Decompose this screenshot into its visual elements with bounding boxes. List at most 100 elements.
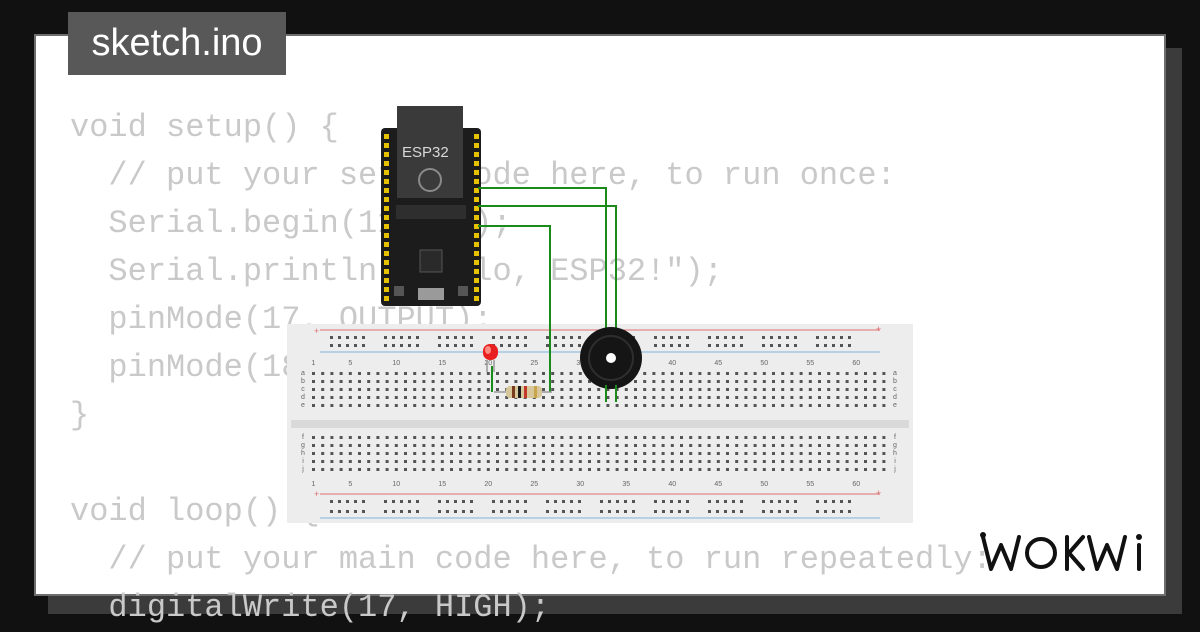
breadboard-hole	[516, 510, 519, 513]
breadboard-hole	[376, 404, 380, 407]
breadboard-hole	[762, 444, 766, 447]
breadboard-hole	[477, 372, 481, 375]
breadboard-hole	[716, 500, 719, 503]
breadboard-hole	[524, 336, 527, 339]
breadboard-hole	[652, 372, 656, 375]
breadboard-hole	[404, 468, 407, 471]
breadboard-hole	[477, 436, 481, 439]
breadboard-hole	[440, 452, 444, 455]
breadboard-hole	[643, 460, 647, 463]
breadboard-hole	[624, 510, 627, 513]
breadboard-hole	[854, 396, 858, 399]
breadboard-hole	[818, 452, 821, 455]
breadboard-hole	[330, 510, 333, 513]
breadboard-hole	[346, 336, 349, 339]
row-letter-right: b	[893, 378, 897, 385]
breadboard-hole	[496, 396, 499, 399]
file-tab[interactable]: sketch.ino	[68, 12, 286, 75]
breadboard-hole	[624, 468, 628, 471]
breadboard-hole	[781, 468, 785, 471]
breadboard-hole	[654, 500, 657, 503]
breadboard-hole	[542, 444, 545, 447]
breadboard-hole	[551, 436, 555, 439]
breadboard-hole	[772, 452, 775, 455]
breadboard-hole	[505, 396, 509, 399]
breadboard-hole	[740, 500, 743, 503]
breadboard-hole	[524, 500, 527, 503]
logo-letter-w2	[1087, 535, 1127, 571]
breadboard-hole	[790, 460, 794, 463]
breadboard-hole	[346, 510, 349, 513]
breadboard-hole	[597, 452, 601, 455]
breadboard-hole	[634, 404, 637, 407]
breadboard-hole	[446, 510, 449, 513]
breadboard-hole	[514, 404, 518, 407]
breadboard-hole	[330, 344, 333, 347]
breadboard-hole	[408, 336, 411, 339]
breadboard-hole	[732, 500, 735, 503]
breadboard-hole	[542, 436, 545, 439]
breadboard-hole	[762, 344, 765, 347]
breadboard-hole	[496, 468, 499, 471]
breadboard-hole	[431, 404, 435, 407]
breadboard-hole	[376, 468, 380, 471]
breadboard-hole	[569, 404, 573, 407]
breadboard-hole	[321, 460, 325, 463]
breadboard-hole	[818, 396, 821, 399]
esp32-pin	[384, 206, 389, 211]
breadboard-hole	[413, 404, 417, 407]
breadboard-hole	[384, 500, 387, 503]
column-number-top: 40	[668, 360, 676, 367]
breadboard-hole	[431, 460, 435, 463]
breadboard-hole	[816, 500, 819, 503]
breadboard-hole	[394, 372, 398, 375]
breadboard-hole	[735, 468, 739, 471]
breadboard-hole	[400, 344, 403, 347]
breadboard-hole	[422, 380, 426, 383]
breadboard-hole	[790, 404, 794, 407]
breadboard-hole	[726, 404, 729, 407]
breadboard-hole	[339, 396, 343, 399]
breadboard-hole	[781, 372, 785, 375]
breadboard-hole	[394, 444, 398, 447]
breadboard-hole	[698, 460, 702, 463]
breadboard-hole	[808, 372, 812, 375]
breadboard-hole	[652, 468, 656, 471]
breadboard-hole	[446, 344, 449, 347]
breadboard-hole	[707, 388, 711, 391]
breadboard-hole	[492, 336, 495, 339]
breadboard-hole	[431, 396, 435, 399]
breadboard-hole	[753, 380, 757, 383]
wokwi-logo[interactable]	[975, 525, 1150, 580]
breadboard-hole	[827, 372, 831, 375]
breadboard-hole	[312, 396, 315, 399]
breadboard-hole	[726, 452, 729, 455]
breadboard-hole	[346, 344, 349, 347]
breadboard-hole	[827, 444, 831, 447]
breadboard-hole	[707, 436, 711, 439]
breadboard-hole	[864, 372, 867, 375]
row-letter-right: d	[893, 394, 897, 401]
breadboard-hole	[597, 468, 601, 471]
breadboard-hole	[523, 436, 527, 439]
breadboard-hole	[597, 396, 601, 399]
breadboard-hole	[808, 388, 812, 391]
breadboard-hole	[661, 396, 665, 399]
breadboard-hole	[848, 510, 851, 513]
breadboard-hole	[486, 460, 490, 463]
breadboard-hole	[698, 372, 702, 375]
breadboard-hole	[404, 388, 407, 391]
breadboard-hole	[588, 452, 591, 455]
breadboard-hole	[551, 380, 555, 383]
breadboard-hole	[680, 380, 683, 383]
breadboard-hole	[689, 372, 693, 375]
breadboard-hole	[864, 388, 867, 391]
breadboard-hole	[367, 452, 371, 455]
breadboard-hole	[698, 380, 702, 383]
breadboard-hole	[588, 468, 591, 471]
breadboard-hole	[836, 380, 840, 383]
breadboard-hole	[508, 500, 511, 503]
breadboard-hole	[400, 510, 403, 513]
breadboard-hole	[394, 388, 398, 391]
breadboard-hole	[413, 436, 417, 439]
